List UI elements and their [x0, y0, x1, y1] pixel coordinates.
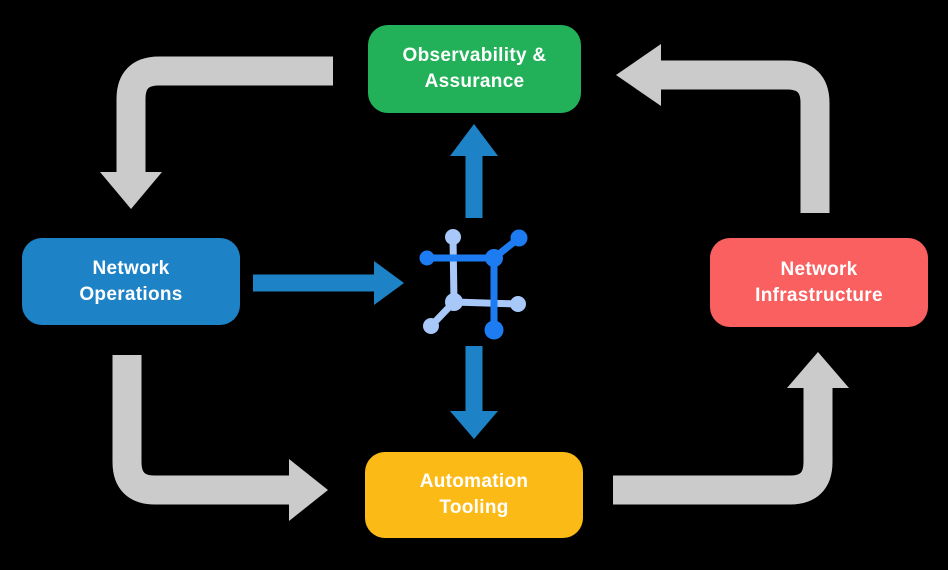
node-network-operations: Network Operations	[22, 238, 240, 325]
node-label-line: Automation	[419, 471, 529, 492]
arrow-shaft	[661, 60, 830, 213]
arrow-center-to-automation	[450, 346, 498, 439]
node-label-line: Infrastructure	[755, 284, 883, 306]
arrow-head	[450, 124, 498, 156]
node-network-infrastructure: Network Infrastructure	[710, 238, 928, 327]
arrow-head	[616, 44, 661, 106]
arrow-head	[787, 352, 849, 388]
network-grid-icon	[419, 229, 528, 340]
arrow-operations-to-center	[253, 261, 404, 305]
node-label-line: Network	[92, 257, 170, 279]
node-observability-assurance: Observability & Assurance	[368, 25, 581, 113]
node-label-line: Operations	[79, 283, 183, 305]
arrow-observability-to-operations	[100, 56, 333, 209]
node-automation-tooling: Automation Tooling	[365, 452, 583, 538]
arrow-infrastructure-to-observability	[616, 44, 830, 213]
node-label-line: Observability &	[402, 45, 547, 66]
node-label-line: Tooling	[439, 497, 509, 518]
arrow-shaft	[613, 388, 833, 505]
arrow-head	[450, 411, 498, 439]
network-grid-icon-primary	[419, 229, 528, 340]
arrow-shaft	[116, 56, 333, 174]
arrow-operations-to-automation	[112, 355, 328, 521]
arrow-head	[100, 172, 162, 209]
arrow-center-to-observability	[450, 124, 498, 218]
node-label-line: Network	[780, 258, 858, 280]
node-label-line: Assurance	[424, 71, 525, 92]
network-grid-icon-secondary	[423, 229, 526, 334]
arrow-automation-to-infrastructure	[613, 352, 849, 505]
arrow-head	[289, 459, 328, 521]
arrow-head	[374, 261, 404, 305]
arrow-shaft	[112, 355, 289, 505]
